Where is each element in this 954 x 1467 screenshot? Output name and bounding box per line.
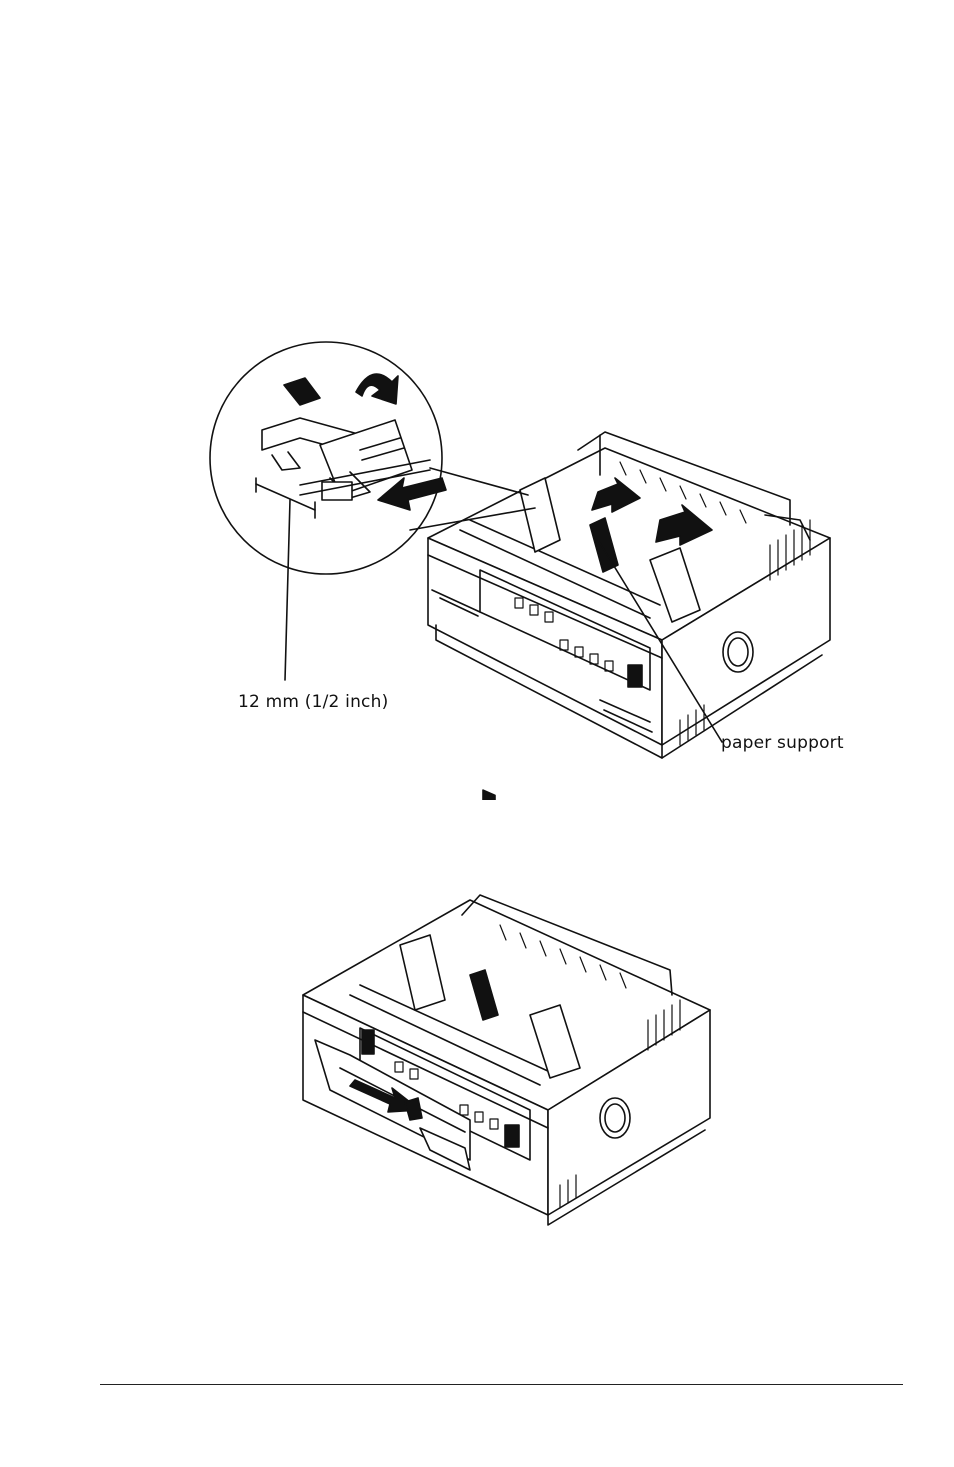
printer-icon [303,895,710,1225]
footer-rule [100,1384,903,1385]
